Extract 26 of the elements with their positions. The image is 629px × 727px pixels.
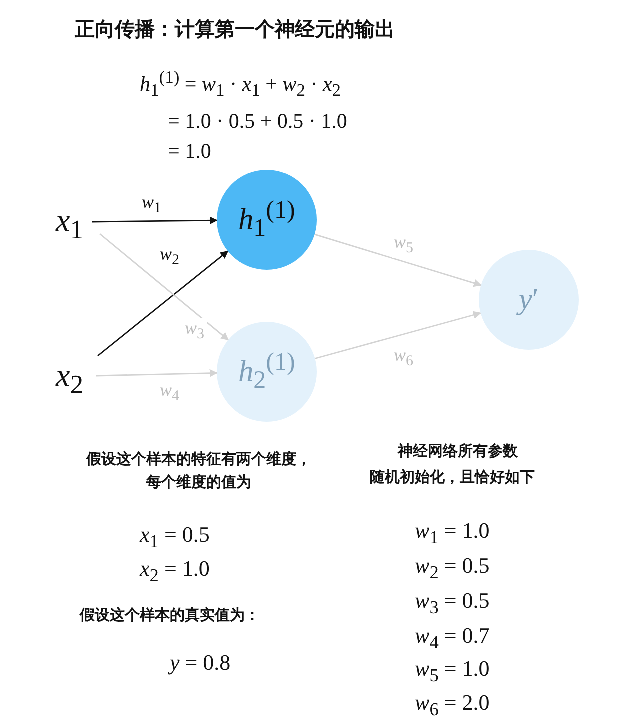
formula-text: w$_{6}$ = 2.0 [415,689,490,722]
note-text: 假设这个样本的特征有两个维度，每个维度的值为 [85,449,312,492]
arrow [314,234,482,288]
note-text: 随机初始化，且恰好如下 [370,467,535,488]
arrow [92,216,218,225]
neuron-circle: y′ [479,250,579,350]
note-text: 神经网络所有参数 [398,441,518,462]
formula-text: w$_{5}$ = 1.0 [415,655,490,688]
title: 正向传播：计算第一个神经元的输出 [75,16,395,43]
arrow [100,233,230,341]
formula-text: = 1.0 [168,138,212,165]
formula-text: w$_{2}$ = 0.5 [415,552,490,584]
formula-text: y = 0.8 [170,649,231,677]
formula-text: w$_{3}$ = 0.5 [415,587,490,620]
arrow [96,369,218,378]
formula-text: h$_{1}$$^{(1)}$ = w$_{1}$ · x$_{1}$ + w$_{2}$ · x$_{2}$ [140,66,342,102]
formula-text: x$_{1}$ = 0.5 [140,521,210,554]
input-variable: x$_{1}$ [54,202,86,246]
formula-text: x$_{2}$ = 1.0 [140,555,210,588]
arrow [98,250,229,357]
note-text: 假设这个样本的真实值为： [80,605,260,626]
formula-text: = 1.0 · 0.5 + 0.5 · 1.0 [168,108,348,135]
formula-text: w$_{4}$ = 0.7 [415,622,490,654]
input-variable: x$_{2}$ [54,357,86,400]
arrow [315,311,482,360]
formula-text: w$_{1}$ = 1.0 [415,517,490,550]
